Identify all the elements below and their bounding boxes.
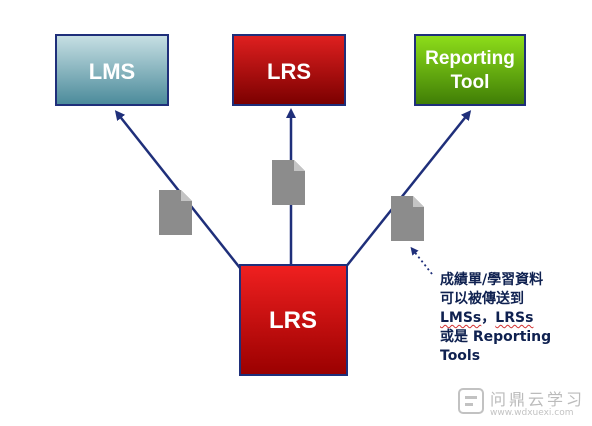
note-comma: ， bbox=[481, 310, 496, 326]
note-lmss: LMSs bbox=[440, 310, 482, 326]
note-line-4: 或是 Reporting bbox=[440, 329, 552, 345]
lrs-center-box: LRS bbox=[239, 264, 348, 376]
lms-box: LMS bbox=[55, 34, 169, 106]
watermark-logo-icon bbox=[458, 388, 484, 414]
watermark-url: www.wdxuexi.com bbox=[490, 408, 574, 418]
reporting-tool-box: Reporting Tool bbox=[414, 34, 526, 106]
note-line-1: 成績單/學習資料 bbox=[440, 272, 544, 288]
reporting-tool-label-line1: Reporting bbox=[425, 48, 515, 69]
document-icon bbox=[159, 190, 192, 235]
connector-lrs-to-reporting-tool bbox=[344, 110, 472, 269]
annotation-note: 成績單/學習資料 可以被傳送到 LMSs，LRSs 或是 Reporting T… bbox=[440, 271, 580, 366]
note-line-2: 可以被傳送到 bbox=[440, 291, 524, 307]
note-line-3: LMSs，LRSs bbox=[440, 309, 580, 328]
note-pointer-dotted-arrow bbox=[410, 246, 433, 275]
lrs-center-label: LRS bbox=[269, 307, 317, 334]
document-icon bbox=[272, 160, 305, 205]
lrs-top-label: LRS bbox=[267, 59, 311, 84]
note-lrss: LRSs bbox=[495, 310, 534, 326]
site-watermark: 问鼎云学习 www.wdxuexi.com bbox=[458, 386, 590, 422]
note-line-5: Tools bbox=[440, 348, 481, 364]
reporting-tool-label-line2: Tool bbox=[451, 72, 490, 93]
document-icon bbox=[391, 196, 424, 241]
watermark-title: 问鼎云学习 bbox=[490, 390, 586, 409]
lrs-top-box: LRS bbox=[232, 34, 346, 106]
lms-label: LMS bbox=[89, 59, 135, 84]
